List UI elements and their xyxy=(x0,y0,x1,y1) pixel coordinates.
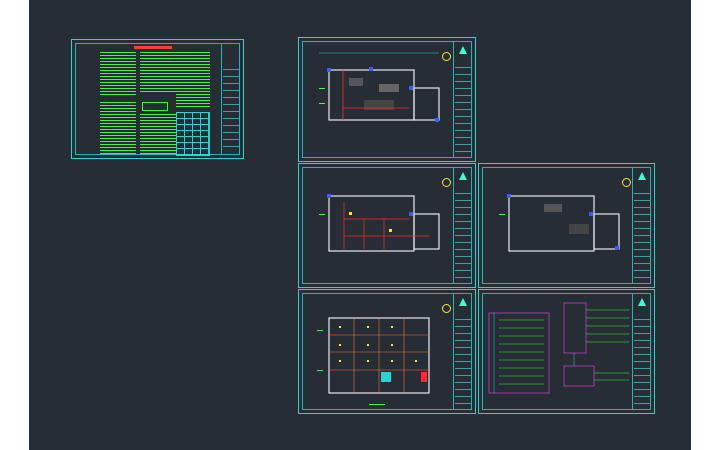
title-block xyxy=(632,293,651,410)
notes-sheet[interactable] xyxy=(71,39,244,159)
plan-1[interactable] xyxy=(298,37,476,162)
system-diagram[interactable] xyxy=(478,289,655,414)
system-diagram-drawing xyxy=(488,302,629,394)
north-arrow-icon xyxy=(442,304,451,313)
sheet-border xyxy=(302,41,472,158)
notes-title-bar xyxy=(134,46,172,49)
notes-column-left-lower xyxy=(100,102,136,154)
plan-4-drawing xyxy=(317,317,430,405)
notes-column-right xyxy=(176,52,210,107)
title-block xyxy=(453,293,472,410)
north-arrow-icon xyxy=(442,178,451,187)
title-block xyxy=(221,43,240,155)
logo-icon xyxy=(638,172,646,180)
notes-table xyxy=(176,112,210,156)
sheet-border xyxy=(482,293,651,410)
cad-canvas[interactable] xyxy=(29,0,691,450)
sheet-border xyxy=(302,167,472,284)
title-block-rows xyxy=(455,61,471,154)
plan-1-drawing xyxy=(319,52,440,122)
title-block-rows xyxy=(223,63,239,151)
logo-icon xyxy=(459,46,467,54)
plan-4[interactable] xyxy=(298,289,476,414)
title-block xyxy=(453,41,472,158)
notes-column-left xyxy=(100,52,136,97)
sheet-border xyxy=(482,167,651,284)
notes-legend-box xyxy=(142,102,168,111)
logo-icon xyxy=(459,298,467,306)
plan-3-drawing xyxy=(499,194,620,252)
title-block xyxy=(453,167,472,284)
title-block-rows xyxy=(634,187,650,280)
plan-2[interactable] xyxy=(298,163,476,288)
logo-icon xyxy=(638,298,646,306)
plan-3[interactable] xyxy=(478,163,655,288)
sheet-border xyxy=(302,293,472,410)
north-arrow-icon xyxy=(622,178,631,187)
title-block-rows xyxy=(634,313,650,406)
sheet-border xyxy=(75,43,240,155)
north-arrow-icon xyxy=(442,52,451,61)
title-block-rows xyxy=(455,313,471,406)
title-block-rows xyxy=(455,187,471,280)
notes-column-middle xyxy=(140,52,176,92)
title-block xyxy=(632,167,651,284)
notes-column-middle-lower xyxy=(140,114,176,154)
logo-icon xyxy=(459,172,467,180)
plan-2-drawing xyxy=(319,194,440,252)
